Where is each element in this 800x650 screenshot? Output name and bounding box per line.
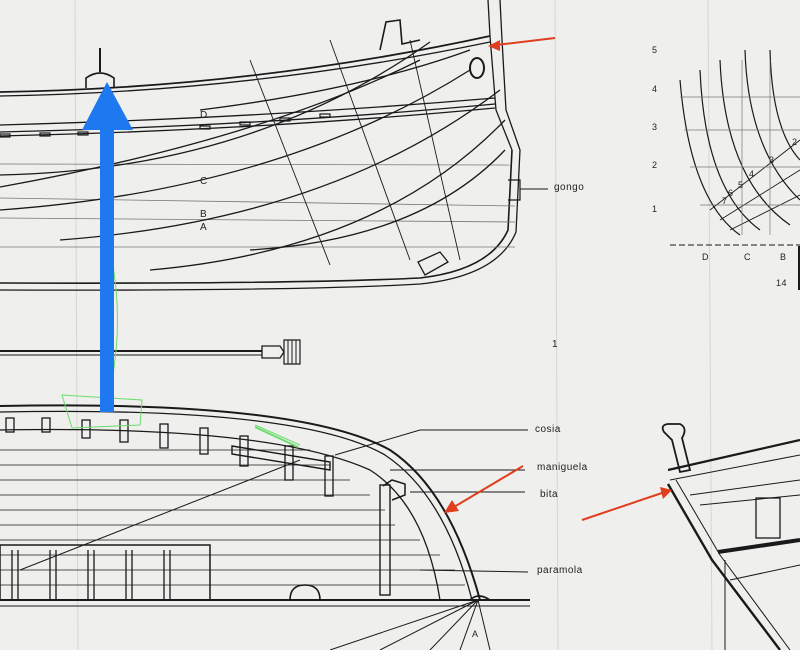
level-number-1: 1 xyxy=(652,204,658,214)
gongo-label: gongo xyxy=(554,182,585,193)
bow-detail-view xyxy=(661,423,800,650)
base-letter-d: D xyxy=(702,252,709,262)
green-highlight xyxy=(61,249,301,448)
frame-number-6: 6 xyxy=(728,188,734,198)
frame-number-7: 7 xyxy=(722,196,728,206)
level-number-4: 4 xyxy=(652,84,658,94)
waterline-label-c: C xyxy=(200,176,208,187)
level-number-2: 2 xyxy=(652,160,658,170)
boat-hook xyxy=(0,339,301,365)
level-number-3: 3 xyxy=(652,122,658,132)
plan-view xyxy=(0,404,530,650)
waterline-label-d: D xyxy=(200,110,208,121)
corner-letter-a: A xyxy=(472,629,479,639)
paper-folds xyxy=(74,0,713,650)
frame-number-5: 5 xyxy=(738,180,744,190)
base-letter-b: B xyxy=(780,252,787,262)
stray-mark: 1 xyxy=(552,339,559,350)
profile-view xyxy=(0,0,548,291)
base-letter-c: C xyxy=(744,252,751,262)
cosia-label: cosia xyxy=(535,424,561,435)
bottom-number: 14 xyxy=(776,278,788,288)
waterline-label-b: B xyxy=(200,209,208,220)
frame-number-3: 3 xyxy=(769,155,775,165)
frame-number-4: 4 xyxy=(749,169,755,179)
paramola-label: paramola xyxy=(537,565,583,576)
section-view xyxy=(670,49,800,290)
waterline-label-a: A xyxy=(200,222,208,233)
maniguela-label: maniguela xyxy=(537,462,588,473)
bita-label: bita xyxy=(540,489,559,500)
blue-arrow xyxy=(82,82,133,412)
red-arrows xyxy=(444,37,672,521)
level-number-5: 5 xyxy=(652,45,658,55)
frame-number-2: 2 xyxy=(792,137,798,147)
